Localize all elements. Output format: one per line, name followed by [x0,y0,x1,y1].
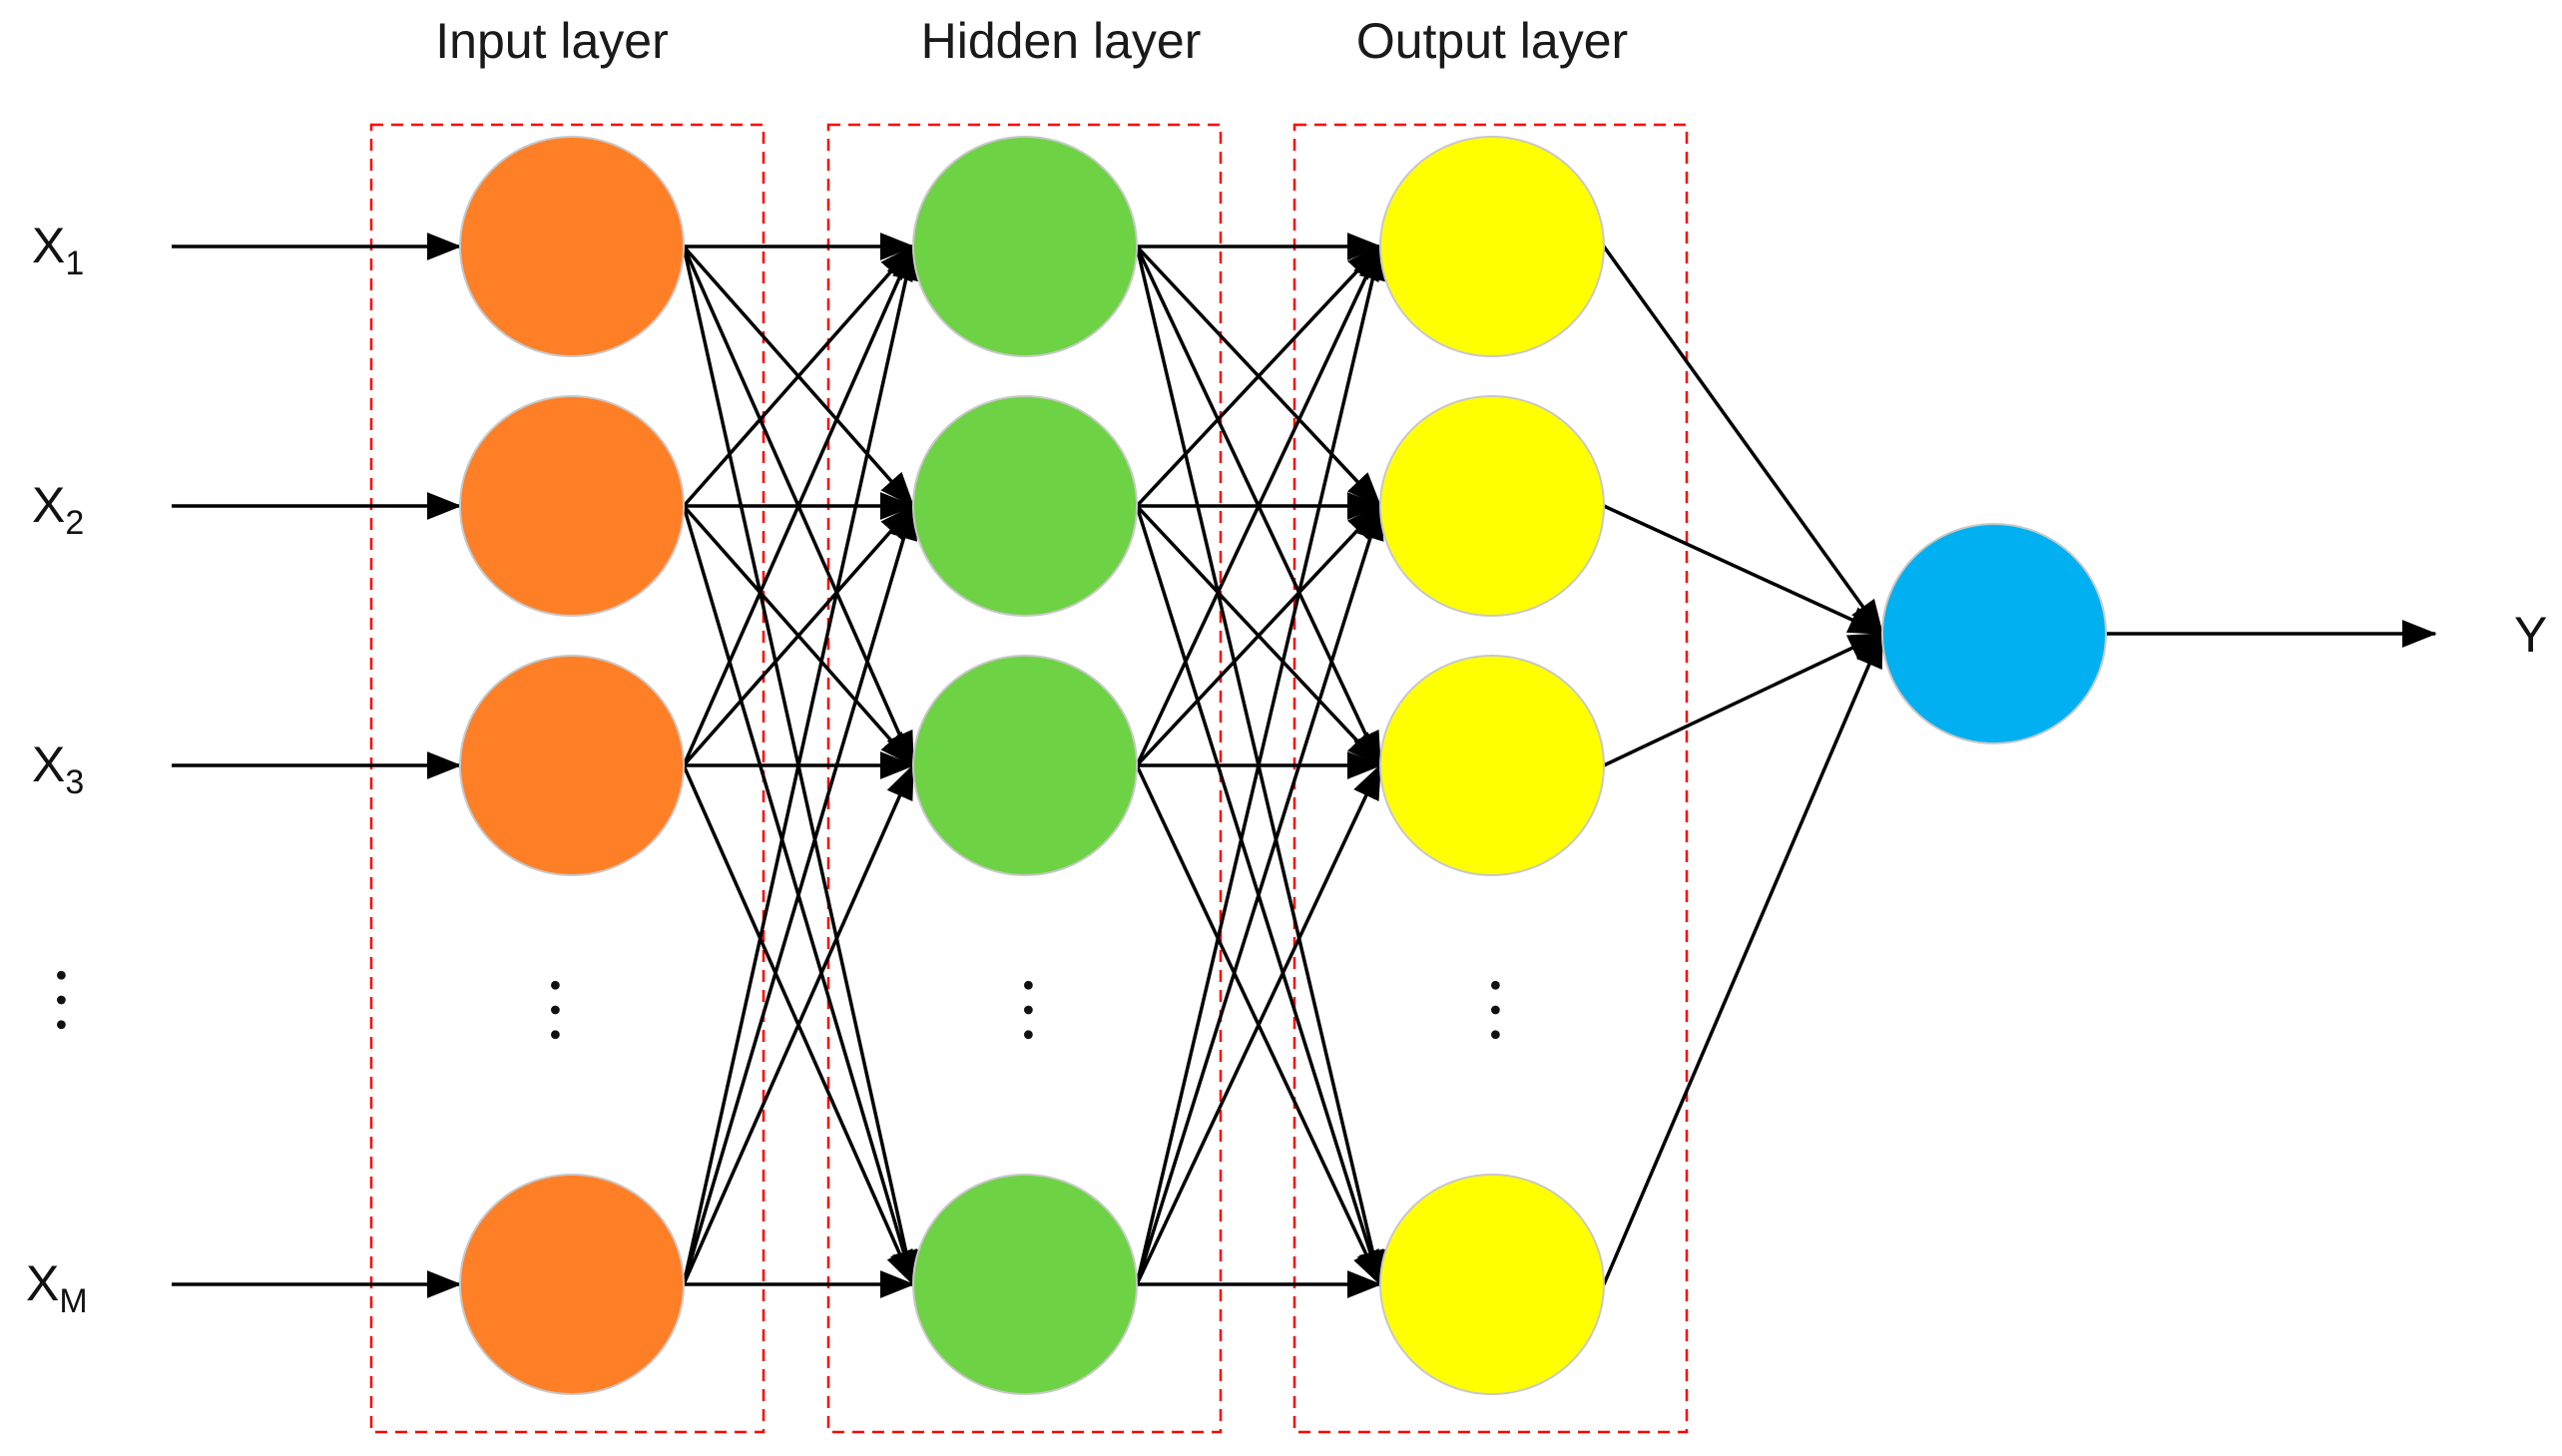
connection-l0-3-1 [682,244,915,766]
hidden-layer-title: Hidden layer [921,13,1202,69]
connection-l0-4-1 [682,244,920,1285]
hidden-node-1 [912,136,1138,357]
input-label-3: X3 [32,736,84,801]
connection-l1-4-3 [1135,763,1382,1285]
input-label-2: X2 [32,477,84,542]
hidden-node-2 [912,395,1138,617]
hidden-node-m [912,1174,1138,1395]
connection-to-final-1 [1602,244,1884,636]
hidden-node-3 [912,655,1138,876]
output-node-m [1379,1174,1605,1395]
connection-l0-4-3 [682,763,915,1285]
connection-to-final-2 [1603,504,1884,636]
input-label-1: X1 [32,218,84,282]
output-label-y: Y [2514,607,2547,663]
input-layer-title: Input layer [435,13,668,69]
nodes [459,136,2107,1395]
input-node-m [459,1174,685,1395]
input-node-1 [459,136,685,357]
connection-l1-4-2 [1135,504,1384,1285]
final-node [1881,523,2107,744]
input-layer-ellipsis: … [535,973,617,1047]
output-node-3 [1379,655,1605,876]
connection-l1-3-2 [1135,504,1382,767]
connection-l1-4-1 [1135,244,1387,1285]
input-node-2 [459,395,685,617]
output-layer-ellipsis: … [1475,973,1557,1047]
connection-l1-3-1 [1135,244,1382,766]
input-node-3 [459,655,685,876]
output-node-1 [1379,136,1605,357]
connection-l0-3-2 [682,504,915,767]
input-label-m: XM [26,1255,88,1320]
connection-to-final-4 [1602,632,1884,1285]
connection-l1-2-1 [1135,244,1382,508]
hidden-layer-ellipsis: … [1008,973,1090,1047]
connections [172,233,2437,1298]
connection-l0-4-2 [682,504,918,1285]
output-layer-title: Output layer [1356,13,1628,69]
connection-l0-2-1 [682,244,915,508]
connection-to-final-3 [1603,632,1884,767]
output-node-2 [1379,395,1605,617]
input-labels-ellipsis: … [41,963,123,1037]
